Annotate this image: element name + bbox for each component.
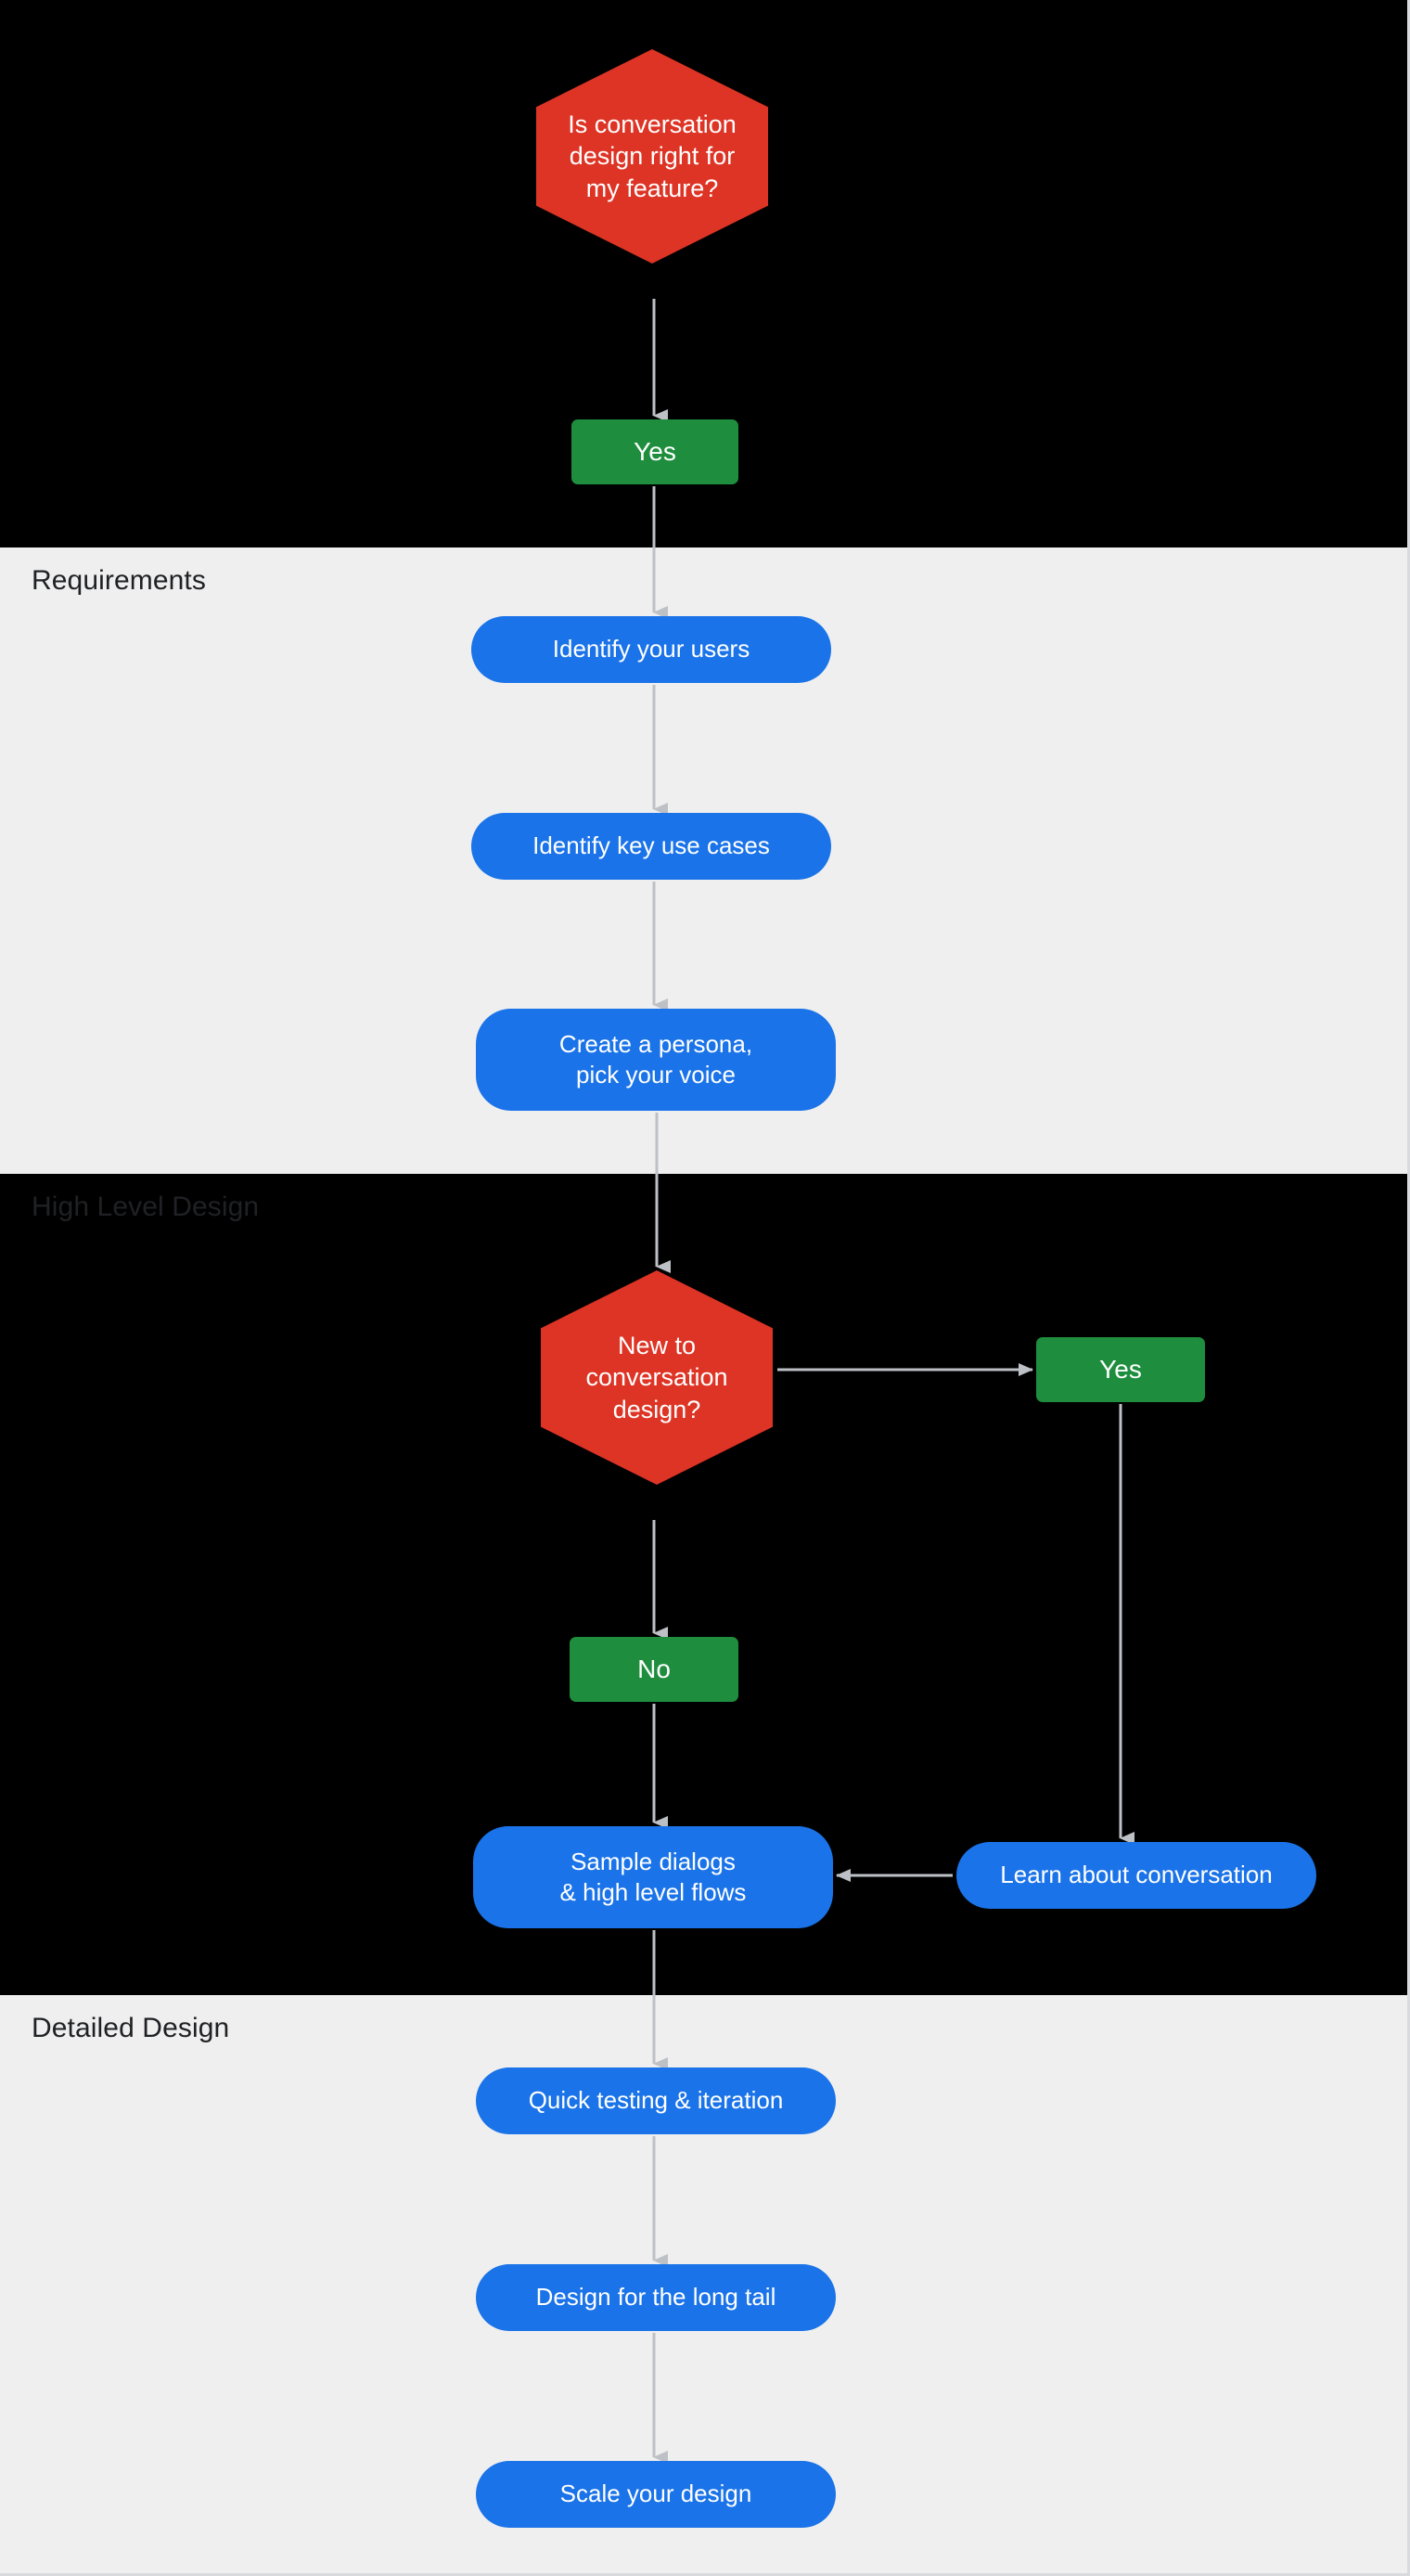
node-step-create-persona[interactable]: Create a persona, pick your voice bbox=[476, 1009, 836, 1111]
node-answer-no[interactable]: No bbox=[570, 1637, 738, 1702]
section-title-detailed-design: Detailed Design bbox=[32, 2013, 230, 2043]
node-step-identify-users[interactable]: Identify your users bbox=[471, 616, 831, 683]
node-step-quick-testing[interactable]: Quick testing & iteration bbox=[476, 2067, 836, 2134]
node-step-scale-your-design[interactable]: Scale your design bbox=[476, 2461, 836, 2528]
node-answer-yes-top[interactable]: Yes bbox=[571, 419, 738, 484]
section-title-high-level-design: High Level Design bbox=[32, 1191, 260, 1222]
node-step-design-long-tail[interactable]: Design for the long tail bbox=[476, 2264, 836, 2331]
node-answer-yes-mid[interactable]: Yes bbox=[1036, 1337, 1205, 1402]
node-step-learn-about-conversation[interactable]: Learn about conversation bbox=[956, 1842, 1316, 1909]
node-step-sample-dialogs[interactable]: Sample dialogs & high level flows bbox=[473, 1826, 833, 1928]
node-step-identify-use-cases[interactable]: Identify key use cases bbox=[471, 813, 831, 880]
section-title-requirements: Requirements bbox=[32, 565, 206, 596]
